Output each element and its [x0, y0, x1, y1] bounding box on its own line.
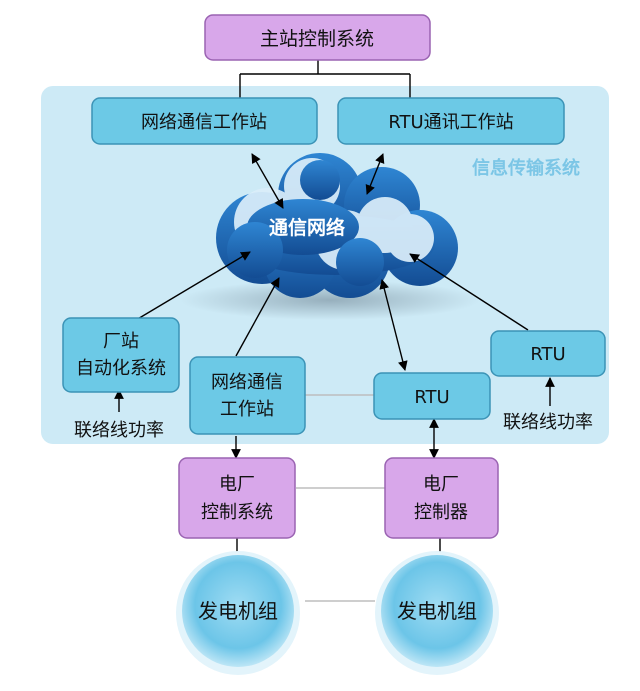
plant-automation-line2: 自动化系统	[76, 358, 166, 379]
plant-control-system-line1: 电厂	[219, 474, 255, 495]
plant-control-system-line2: 控制系统	[201, 502, 273, 523]
rtu-mid-label: RTU	[414, 387, 449, 408]
arrow-rtu-mid-to-cloud	[379, 279, 408, 371]
rtu-right-node: RTU	[490, 330, 606, 377]
network-station-top-node: 网络通信工作站	[91, 97, 318, 145]
arrow-rtu-right-to-cloud	[409, 253, 529, 331]
generator-right-label: 发电机组	[397, 599, 477, 623]
plant-controller-node: 电厂 控制器	[384, 457, 499, 539]
generator-right-node: 发电机组	[375, 551, 499, 675]
generator-left-label: 发电机组	[198, 599, 278, 623]
master-label: 主站控制系统	[260, 28, 374, 50]
cloud-label: 通信网络	[269, 216, 345, 239]
master-control-system-node: 主站控制系统	[204, 14, 431, 61]
cloud-blue-top	[227, 160, 384, 286]
rtu-mid-node: RTU	[373, 372, 491, 420]
tie-power-left-label: 联络线功率	[74, 420, 164, 441]
network-station-top-label: 网络通信工作站	[141, 112, 267, 133]
arrow-lines	[114, 153, 555, 459]
arrow-plant-auto-to-cloud	[135, 251, 251, 321]
generator-left-node: 发电机组	[176, 551, 300, 675]
network-station-mid-line2: 工作站	[220, 399, 274, 420]
plant-control-system-node: 电厂 控制系统	[178, 457, 296, 539]
connector-lines	[236, 60, 441, 602]
rtu-station-top-label: RTU通讯工作站	[388, 112, 513, 133]
network-station-mid-line1: 网络通信	[211, 372, 283, 393]
arrow-net-mid-to-cloud	[235, 277, 280, 357]
arrow-net-top-to-cloud	[251, 153, 284, 209]
arrow-rtu-top-to-cloud	[365, 153, 385, 195]
plant-controller-line2: 控制器	[414, 502, 468, 523]
network-station-mid-node: 网络通信 工作站	[189, 356, 306, 435]
rtu-station-top-node: RTU通讯工作站	[337, 97, 565, 145]
region-title: 信息传输系统	[472, 157, 580, 179]
rtu-right-label: RTU	[530, 344, 565, 365]
plant-controller-line1: 电厂	[423, 474, 459, 495]
communication-network-cloud: 通信网络	[180, 153, 480, 320]
tie-power-right-label: 联络线功率	[503, 412, 593, 433]
plant-automation-node: 厂站 自动化系统	[62, 317, 180, 393]
plant-automation-line1: 厂站	[103, 331, 139, 352]
